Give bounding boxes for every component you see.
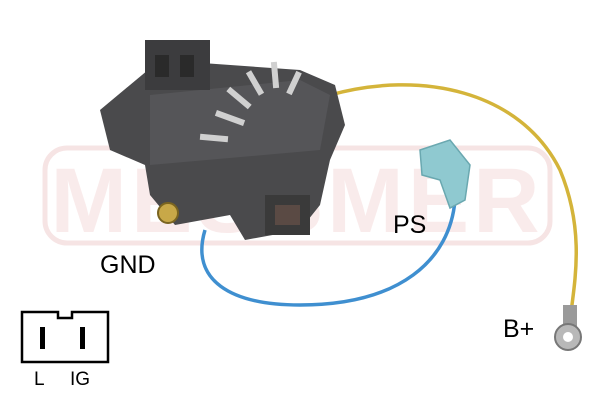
ps-label: PS xyxy=(393,211,427,239)
gnd-label: GND xyxy=(100,251,156,279)
b-plus-label: B+ xyxy=(503,315,535,343)
ring-terminal xyxy=(554,305,582,351)
yellow-wire xyxy=(329,83,578,321)
pin-l-label: L xyxy=(34,369,45,390)
pin-l-blade xyxy=(40,327,45,349)
pin-ig-blade xyxy=(80,327,85,349)
regulator-body xyxy=(100,40,345,240)
blue-wire xyxy=(200,199,457,307)
connector-diagram xyxy=(20,310,110,364)
spade-terminal xyxy=(419,139,471,210)
pin-ig-label: IG xyxy=(70,369,91,390)
